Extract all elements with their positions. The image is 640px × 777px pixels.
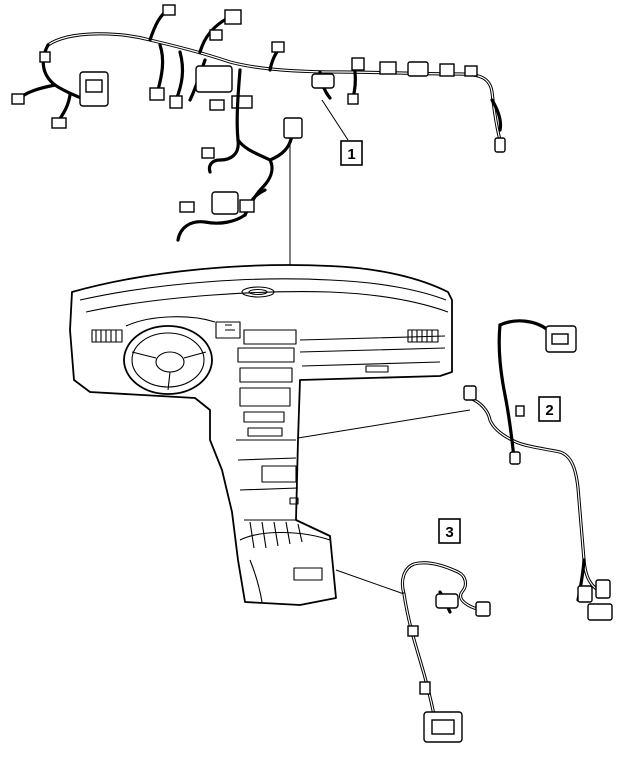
callout-1[interactable]: 1 bbox=[340, 140, 363, 166]
leader-line-2 bbox=[297, 409, 471, 439]
callout-3[interactable]: 3 bbox=[438, 518, 461, 544]
callout-2[interactable]: 2 bbox=[538, 396, 561, 422]
callout-1-label: 1 bbox=[347, 146, 355, 163]
callout-3-label: 3 bbox=[445, 524, 453, 541]
console-wiring-harness-2[interactable] bbox=[463, 319, 613, 621]
instrument-panel[interactable] bbox=[69, 264, 453, 606]
callout-2-label: 2 bbox=[545, 402, 553, 419]
instrument-panel-wiring-harness[interactable] bbox=[11, 4, 506, 242]
leader-line-3 bbox=[335, 569, 405, 595]
floor-console-wiring-harness-3[interactable] bbox=[400, 561, 491, 743]
leader-line-1-callout bbox=[321, 99, 349, 141]
